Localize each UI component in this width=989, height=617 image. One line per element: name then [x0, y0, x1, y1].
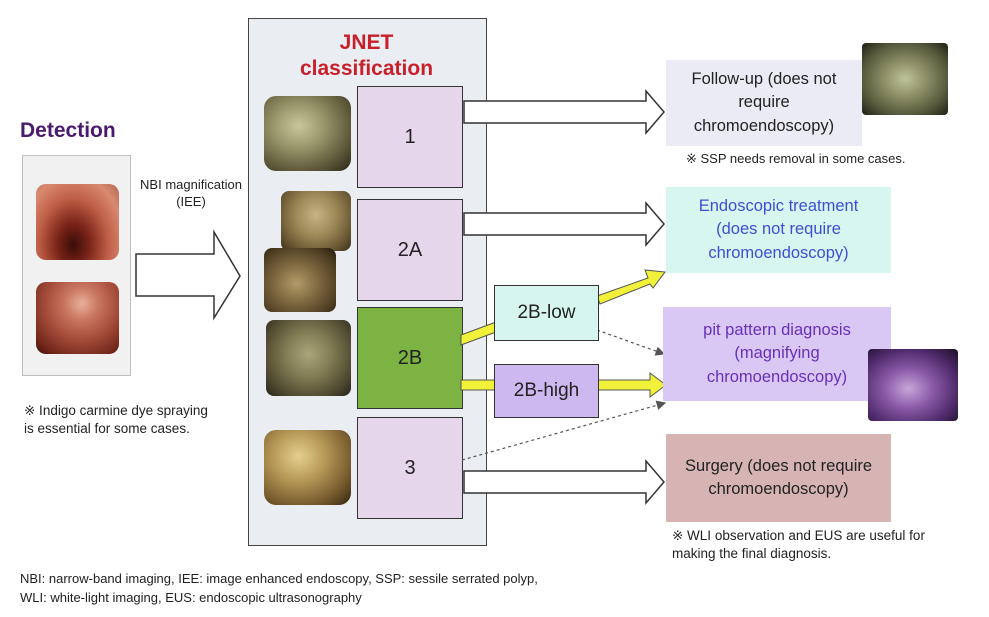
yellow-arrow-low-to-endoscopic: [596, 269, 666, 305]
follow-up-box: Follow-up (does not require chromoendosc…: [666, 60, 862, 146]
dashed-arrow-3-to-pit: [461, 400, 667, 461]
follow-up-label: Follow-up (does not require chromoendosc…: [691, 69, 837, 135]
nbi-arrow-label: NBI magnification (IEE): [140, 177, 242, 209]
nbi-magnification-arrow: [135, 229, 241, 321]
type-2a-box: 2A: [357, 199, 463, 301]
follow-up-endoscopic-image: [862, 43, 948, 115]
yellow-arrow-2b-to-high: [460, 379, 497, 391]
type-1-label: 1: [404, 125, 416, 148]
footer-abbreviations-line1: NBI: narrow-band imaging, IEE: image enh…: [20, 571, 538, 586]
pit-pattern-endoscopic-image: [868, 349, 958, 421]
type1-endoscopic-image: [264, 96, 351, 171]
yellow-arrow-2b-to-low: [460, 321, 497, 346]
surgery-box: Surgery (does not require chromoendoscop…: [666, 434, 891, 522]
detection-title: Detection: [20, 119, 116, 142]
follow-up-note: ※ SSP needs removal in some cases.: [686, 151, 906, 166]
arrow-type3-to-surgery: [463, 458, 665, 506]
type-2a-label: 2A: [397, 238, 423, 261]
type2a-endoscopic-image-1: [281, 191, 351, 251]
type-2b-high-label: 2B-high: [513, 380, 580, 401]
type-3-box: 3: [357, 417, 463, 519]
type-2b-low-box: 2B-low: [494, 285, 599, 341]
surgery-label: Surgery (does not require chromoendoscop…: [684, 456, 873, 498]
endoscopic-treatment-label: Endoscopic treatment (does not require c…: [698, 196, 859, 262]
jnet-title-line2: classification: [299, 57, 434, 81]
arrow-type2a-to-endoscopic: [463, 200, 665, 248]
pit-pattern-label: pit pattern diagnosis (magnifying chromo…: [703, 320, 851, 386]
jnet-title-line1: JNET: [339, 31, 394, 54]
detection-note: ※ Indigo carmine dye spraying is essenti…: [24, 403, 208, 436]
type-3-label: 3: [404, 456, 416, 479]
type2b-endoscopic-image: [266, 320, 351, 396]
dashed-arrow-low-to-pit: [596, 329, 666, 356]
pit-pattern-box: pit pattern diagnosis (magnifying chromo…: [663, 307, 891, 401]
type-1-box: 1: [357, 86, 463, 188]
type-2b-box: 2B: [357, 307, 463, 409]
type-2b-high-box: 2B-high: [494, 364, 599, 418]
arrow-type1-to-followup: [463, 88, 665, 136]
footer-abbreviations-line2: WLI: white-light imaging, EUS: endoscopi…: [20, 590, 362, 605]
type-2b-label: 2B: [397, 346, 423, 369]
type3-endoscopic-image: [264, 430, 351, 505]
type-2b-low-label: 2B-low: [517, 302, 576, 323]
detection-endoscopic-image-2: [36, 282, 119, 354]
surgery-note: ※ WLI observation and EUS are useful for…: [672, 528, 925, 562]
yellow-arrow-high-to-pit: [596, 372, 667, 398]
jnet-title: JNET classification: [258, 30, 475, 83]
endoscopic-treatment-box: Endoscopic treatment (does not require c…: [666, 187, 891, 273]
detection-endoscopic-image-1: [36, 184, 119, 260]
type2a-endoscopic-image-2: [264, 248, 336, 312]
